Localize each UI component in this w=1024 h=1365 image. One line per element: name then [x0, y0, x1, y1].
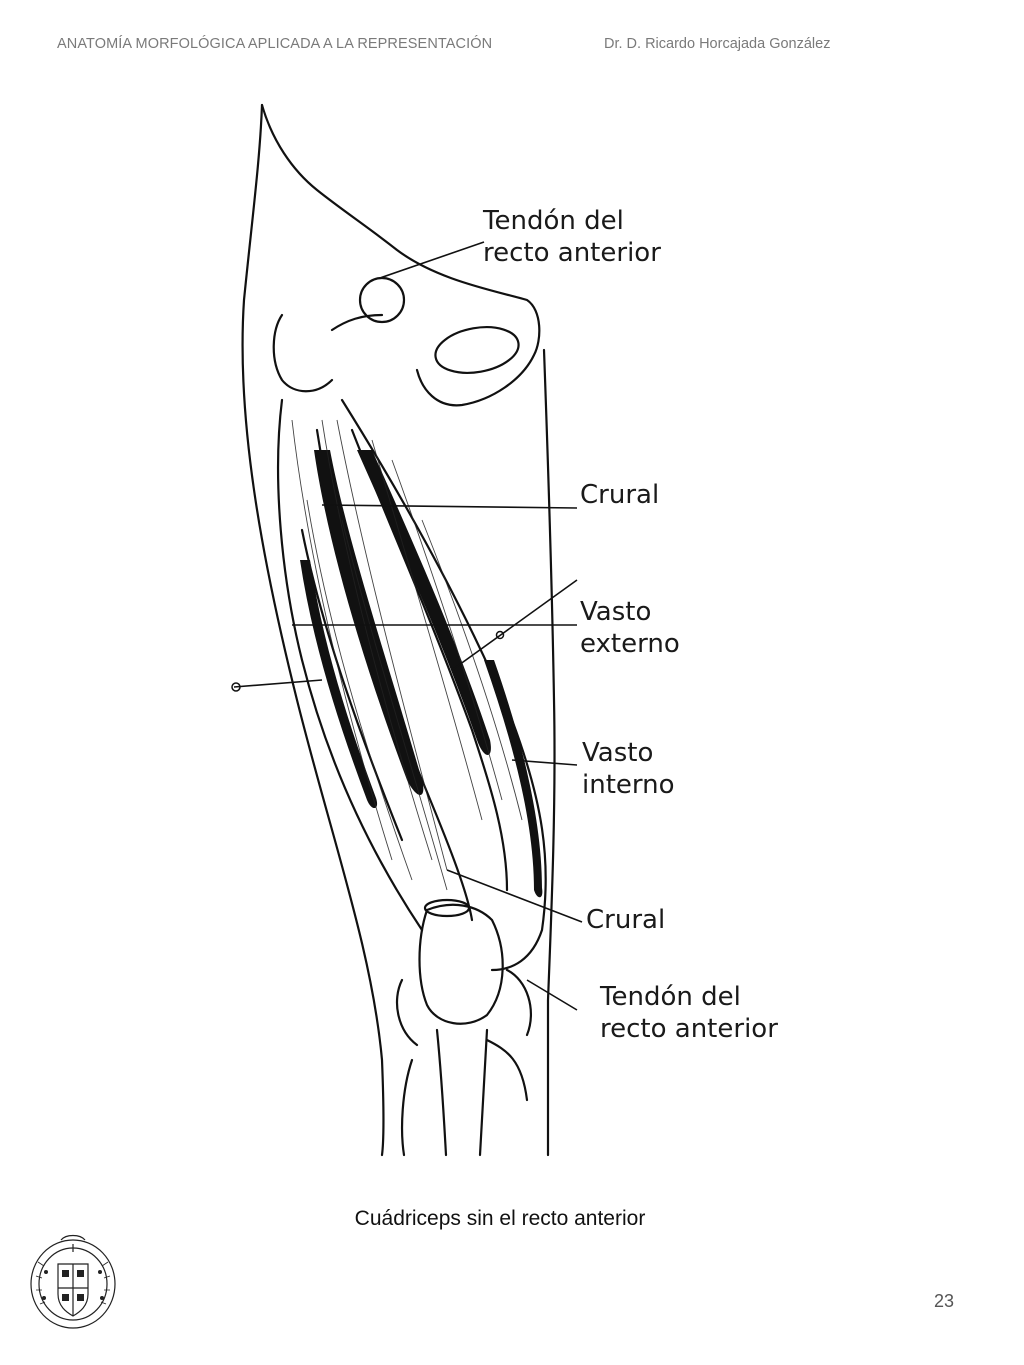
- quadriceps-illustration: [222, 100, 802, 1160]
- label-line: interno: [582, 770, 675, 800]
- label-vasto-externo: Vasto externo: [580, 596, 680, 660]
- label-line: externo: [580, 629, 680, 659]
- page-number: 23: [934, 1291, 955, 1311]
- label-line: Vasto: [580, 597, 652, 627]
- label-line: Crural: [580, 480, 660, 510]
- figure-caption: Cuádriceps sin el recto anterior: [354, 1207, 646, 1230]
- label-line: Vasto: [582, 738, 654, 768]
- header-course-title: ANATOMÍA MORFOLÓGICA APLICADA A LA REPRE…: [57, 36, 493, 52]
- label-line: Tendón del: [483, 206, 624, 236]
- label-line: Tendón del: [600, 982, 741, 1012]
- header-author: Dr. D. Ricardo Horcajada González: [604, 36, 831, 52]
- label-line: recto anterior: [600, 1014, 778, 1044]
- label-tendon-recto-anterior-bottom: Tendón del recto anterior: [600, 981, 778, 1045]
- label-tendon-recto-anterior-top: Tendón del recto anterior: [483, 205, 661, 269]
- university-seal-icon: [26, 1232, 120, 1332]
- label-line: recto anterior: [483, 238, 661, 268]
- label-line: Crural: [586, 905, 666, 935]
- label-vasto-interno: Vasto interno: [582, 737, 675, 801]
- label-crural-bottom: Crural: [586, 904, 665, 936]
- thigh-drawing: [231, 103, 583, 1157]
- label-crural-top: Crural: [580, 479, 659, 511]
